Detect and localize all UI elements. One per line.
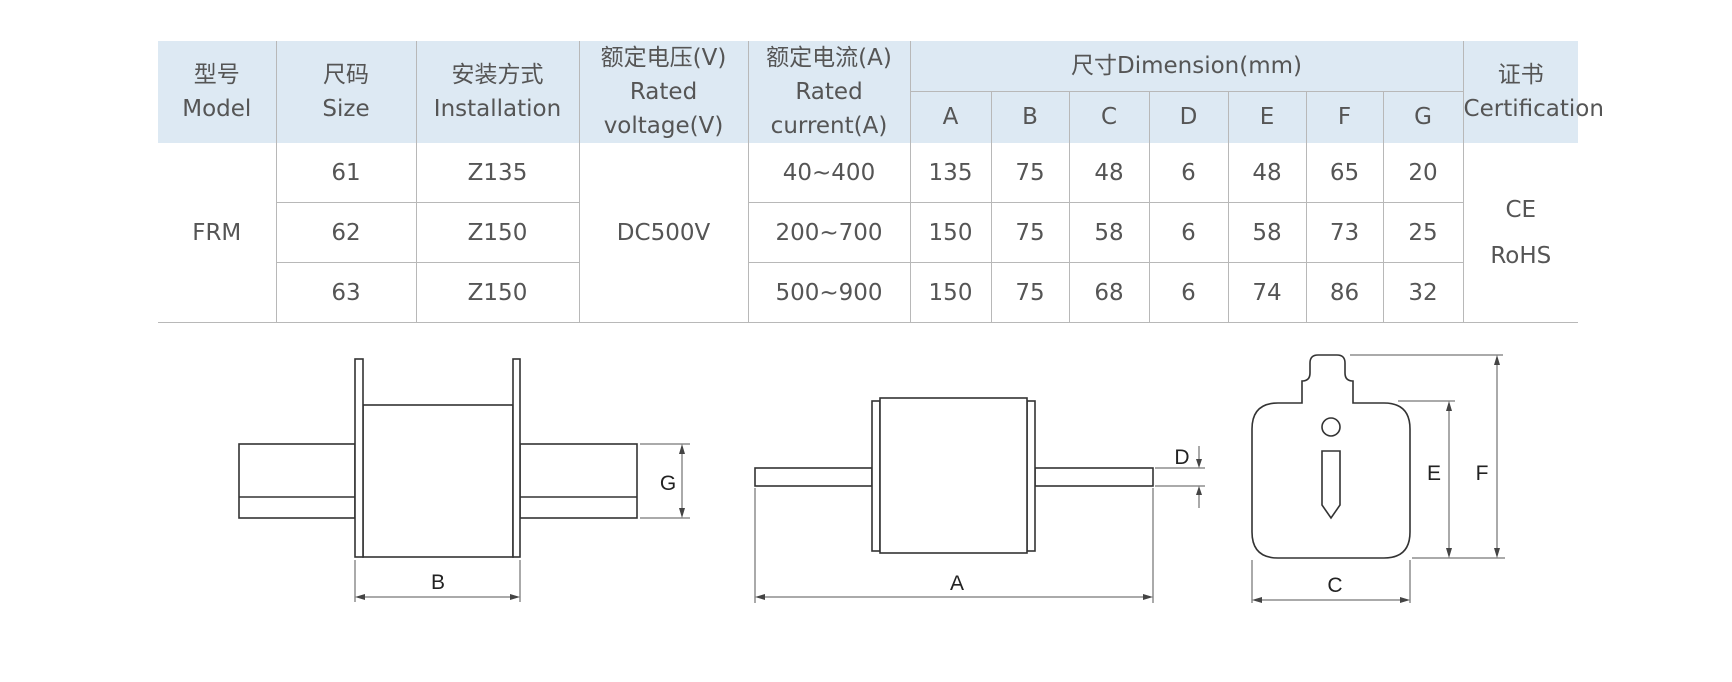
cell-dim-c: 58 [1069,202,1150,263]
header-installation: 安装方式 Installation [416,41,580,143]
header-current-en: Rated current(A) [770,79,888,139]
front-right-blade [1034,467,1154,487]
cell-dim-a: 150 [910,262,992,323]
cell-size: 62 [276,202,417,263]
header-dim-d: D [1149,91,1229,143]
cell-dim-d: 6 [1149,202,1229,263]
cell-dim-d: 6 [1149,143,1229,203]
header-voltage: 额定电压(V) Rated voltage(V) [579,41,749,143]
header-dimension: 尺寸Dimension(mm) [910,41,1464,92]
header-size: 尺码 Size [276,41,417,143]
cell-dim-c: 48 [1069,143,1150,203]
side-right-blade [519,443,638,519]
cell-installation: Z150 [416,262,580,323]
cell-dim-e: 48 [1228,143,1307,203]
cell-dim-a: 150 [910,202,992,263]
cell-dim-b: 75 [991,202,1070,263]
cell-dim-f: 65 [1306,143,1384,203]
header-size-zh: 尺码 [323,62,369,88]
front-left-blade [754,467,873,487]
header-dim-e: E [1228,91,1307,143]
label-f: F [1476,462,1489,485]
cert-rohs: RoHS [1490,242,1552,269]
header-cert: 证书 Certification [1463,41,1604,143]
cell-dim-g: 20 [1383,143,1464,203]
cell-current: 500~900 [748,262,911,323]
front-body [879,397,1028,554]
header-dim-b: B [991,91,1070,143]
cert-ce: CE [1505,196,1537,223]
table-row: 63 Z150 500~900 150 75 68 6 74 86 32 [158,262,1578,323]
side-view-drawing: B G [238,358,690,602]
header-dim-g: G [1383,91,1464,143]
header-installation-zh: 安装方式 [451,62,544,88]
header-dim-f: F [1306,91,1384,143]
end-indicator-slot [1321,450,1341,520]
header-voltage-zh: 额定电压(V) [600,45,727,71]
end-hole [1321,417,1341,437]
header-model-en: Model [182,96,252,122]
cell-dim-c: 68 [1069,262,1150,323]
cell-dim-a: 135 [910,143,992,203]
header-voltage-en: Rated voltage(V) [603,79,724,139]
cell-dim-b: 75 [991,262,1070,323]
cell-size: 63 [276,262,417,323]
front-view-drawing: A D [754,397,1205,603]
cell-dim-f: 73 [1306,202,1384,263]
header-size-en: Size [322,96,370,122]
label-d: D [1174,446,1189,469]
side-left-flange [354,358,364,558]
front-right-cap [1026,400,1036,552]
cell-dim-e: 74 [1228,262,1307,323]
header-installation-en: Installation [433,96,562,122]
label-a: A [950,572,964,595]
side-left-blade [238,443,356,519]
header-model: 型号 Model [158,41,277,143]
header-current-zh: 额定电流(A) [766,45,892,71]
header-current: 额定电流(A) Rated current(A) [748,41,911,143]
cell-voltage: DC500V [579,143,749,323]
label-g: G [660,472,676,495]
cell-current: 40~400 [748,143,911,203]
cell-dim-d: 6 [1149,262,1229,323]
cell-dim-f: 86 [1306,262,1384,323]
side-body [362,404,514,558]
cell-dim-g: 25 [1383,202,1464,263]
table-row: FRM 61 Z135 DC500V 40~400 135 75 48 6 48… [158,143,1579,323]
header-cert-zh: 证书 [1497,62,1544,88]
header-model-zh: 型号 [193,62,240,88]
table-row: 62 Z150 200~700 150 75 58 6 58 73 25 [158,202,1578,263]
header-dim-a: A [910,91,992,143]
cell-cert: CE RoHS [1463,143,1579,323]
cell-size: 61 [276,143,417,203]
label-e: E [1427,462,1441,485]
cell-dim-e: 58 [1228,202,1307,263]
front-left-cap [871,400,881,552]
cell-dim-b: 75 [991,143,1070,203]
cell-dim-g: 32 [1383,262,1464,323]
label-b: B [431,571,445,594]
cell-model: FRM [158,143,277,323]
cell-installation: Z150 [416,202,580,263]
cell-installation: Z135 [416,143,580,203]
end-view-drawing: C E F [1251,354,1505,603]
header-dim-c: C [1069,91,1150,143]
spec-table: 型号 Model 尺码 Size 安装方式 Installation 额定电压(… [158,41,1604,323]
side-right-flange [512,358,521,558]
cell-current: 200~700 [748,202,911,263]
label-c: C [1327,574,1342,597]
